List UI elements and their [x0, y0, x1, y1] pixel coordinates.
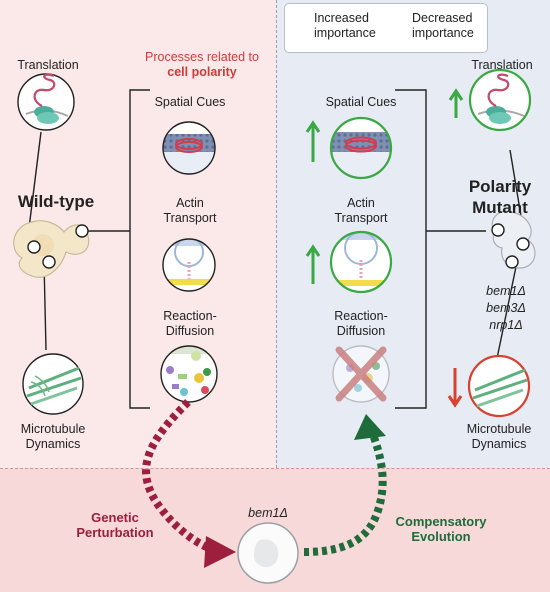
- microtubule-icon: [22, 353, 84, 415]
- legend: [284, 3, 488, 53]
- reaction-diffusion-label-mutant: Reaction-Diffusion: [334, 309, 388, 338]
- compensatory-evolution-arrow: [303, 430, 387, 556]
- spatial-cues-icon: [162, 121, 216, 175]
- polarity-mutant-cells: [491, 210, 536, 269]
- actin-transport-icon: [162, 238, 216, 292]
- translation-increase-arrow: [448, 88, 464, 118]
- wild-type-label: Wild-type: [17, 192, 95, 211]
- genetic-perturbation-arrow: [142, 399, 216, 554]
- spatial-cues-label-mutant: Spatial Cues: [325, 95, 397, 109]
- compensatory-evolution-arrowhead: [354, 414, 386, 440]
- reaction-diffusion-label: Reaction-Diffusion: [163, 309, 217, 338]
- microtubule-icon-mutant: [467, 354, 531, 418]
- translation-icon-mutant: [468, 68, 532, 132]
- translation-icon: [17, 73, 75, 131]
- genetic-perturbation-arrowhead: [204, 536, 236, 568]
- translation-label-mutant: Translation: [471, 58, 533, 72]
- crossed-out-icon: [335, 346, 387, 402]
- bem1-cell: [237, 522, 299, 584]
- wild-type-cells: [13, 220, 90, 278]
- panel-divider: [276, 0, 277, 468]
- reaction-diffusion-icon: [160, 345, 218, 403]
- microtubule-decrease-arrow: [447, 368, 463, 408]
- translation-label: Translation: [17, 58, 79, 72]
- spatial-cues-icon-mutant: [329, 116, 393, 180]
- actin-transport-icon-mutant: [329, 230, 393, 294]
- actin-increase-arrow: [305, 244, 321, 284]
- spatial-cues-label: Spatial Cues: [154, 95, 226, 109]
- bem1-label: bem1Δ: [248, 506, 288, 520]
- spatial-cues-increase-arrow: [305, 120, 321, 162]
